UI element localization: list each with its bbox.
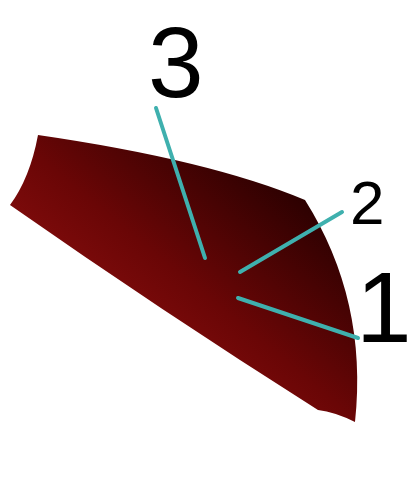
callout-number: 3 xyxy=(148,12,204,112)
vector-line xyxy=(238,298,358,338)
vector-line xyxy=(156,108,205,258)
callout-number: 2 xyxy=(350,172,384,234)
curved-surface xyxy=(10,135,357,422)
vector-line xyxy=(240,212,342,272)
callout-number: 1 xyxy=(356,257,412,357)
